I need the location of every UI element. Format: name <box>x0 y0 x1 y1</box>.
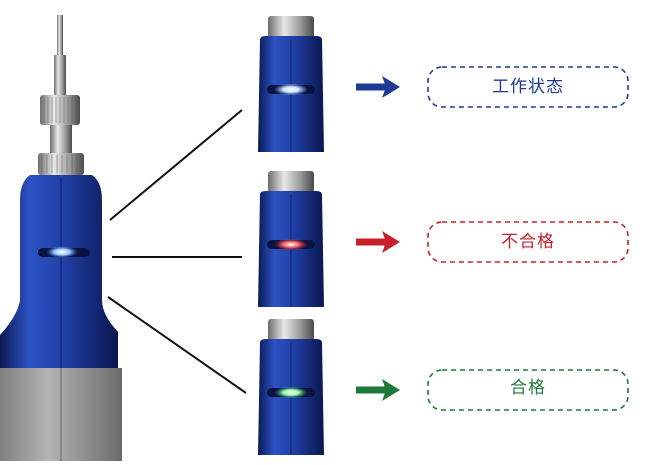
screwdriver-main <box>0 15 122 461</box>
shaft-tip <box>57 15 63 57</box>
status-row-fail <box>258 171 629 307</box>
status-row-working <box>258 16 629 152</box>
led-light-working <box>274 83 308 96</box>
tool-cap-working <box>268 16 314 38</box>
status-box-fail <box>427 221 629 263</box>
shaft <box>54 55 66 95</box>
arrow-right-icon-fail <box>356 231 400 253</box>
arrow-right-icon-pass <box>356 379 400 401</box>
neck <box>50 125 72 153</box>
status-label-working: 工作状态 <box>492 77 564 97</box>
status-label-fail: 不合格 <box>501 232 555 252</box>
pointer-line-bottom <box>107 296 247 394</box>
status-box-working <box>427 66 629 108</box>
status-label-pass: 合格 <box>510 378 546 398</box>
led-light-fail <box>274 238 308 251</box>
led-light-pass <box>274 386 308 399</box>
lower-collar <box>38 153 84 175</box>
pointer-lines <box>107 109 247 394</box>
arrow-right-icon-working <box>356 76 400 98</box>
blue-housing <box>0 175 118 370</box>
detail-rows <box>258 16 629 455</box>
tool-cap-pass <box>268 319 314 341</box>
led-light-main <box>46 246 78 258</box>
status-row-pass <box>258 319 629 455</box>
status-box-pass <box>427 369 629 411</box>
pointer-line-top <box>109 109 243 221</box>
tool-cap-fail <box>268 171 314 193</box>
